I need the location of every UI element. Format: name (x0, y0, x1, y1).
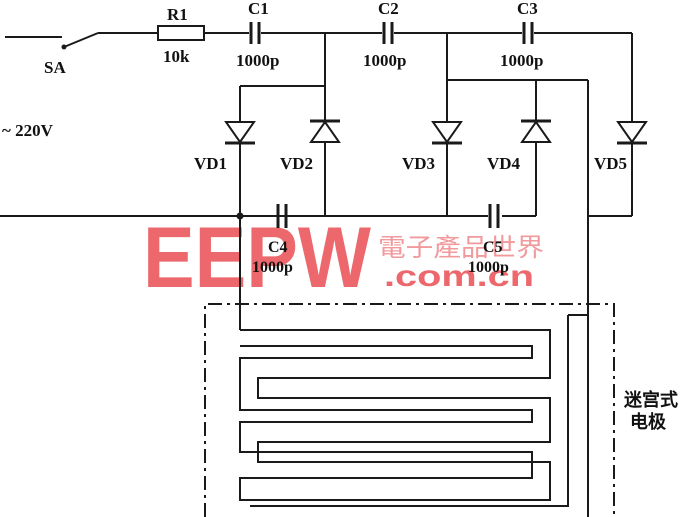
label-c4-value: 1000p (252, 259, 293, 276)
label-c2: C2 (378, 0, 399, 18)
label-vd2: VD2 (280, 154, 313, 173)
label-c1-value: 1000p (236, 51, 279, 70)
watermark-chinese: 電子產品世界 (378, 233, 544, 262)
label-electrode-line1: 迷宫式 (623, 389, 678, 411)
label-vd5: VD5 (594, 154, 627, 173)
watermark: EEPW 電子產品世界 .com.cn (143, 210, 544, 306)
capacitor-c5 (488, 204, 500, 228)
label-r1-value: 10k (163, 47, 190, 66)
diode-vd4 (520, 119, 552, 143)
label-c4: C4 (268, 239, 288, 256)
label-source: ~ 220V (2, 121, 54, 140)
diode-vd1 (224, 121, 256, 145)
label-vd3: VD3 (402, 154, 435, 173)
capacitor-c1 (249, 22, 261, 44)
diode-vd2 (309, 119, 341, 143)
capacitor-c4 (240, 204, 325, 228)
capacitor-c2 (382, 22, 394, 44)
switch-sa (61, 32, 99, 50)
component-labels: SA R1 10k C1 1000p C2 1000p C3 1000p ~ 2… (2, 0, 678, 433)
label-vd4: VD4 (487, 154, 521, 173)
label-sa: SA (44, 58, 66, 77)
capacitor-c3 (522, 22, 534, 44)
label-c2-value: 1000p (363, 51, 406, 70)
label-c5-value: 1000p (468, 259, 509, 276)
label-r1: R1 (167, 5, 188, 24)
diode-vd3 (431, 121, 463, 145)
label-c3-value: 1000p (500, 51, 543, 70)
watermark-url: .com.cn (384, 260, 534, 293)
label-electrode-line2: 电极 (630, 411, 667, 433)
label-vd1: VD1 (194, 154, 227, 173)
maze-electrode (204, 303, 615, 517)
resistor-r1 (157, 25, 205, 41)
label-c3: C3 (517, 0, 538, 18)
watermark-brand: EEPW (143, 210, 372, 306)
top-rail (5, 22, 632, 50)
diode-vd5 (616, 121, 648, 145)
label-c5: C5 (483, 239, 503, 256)
label-c1: C1 (248, 0, 269, 18)
